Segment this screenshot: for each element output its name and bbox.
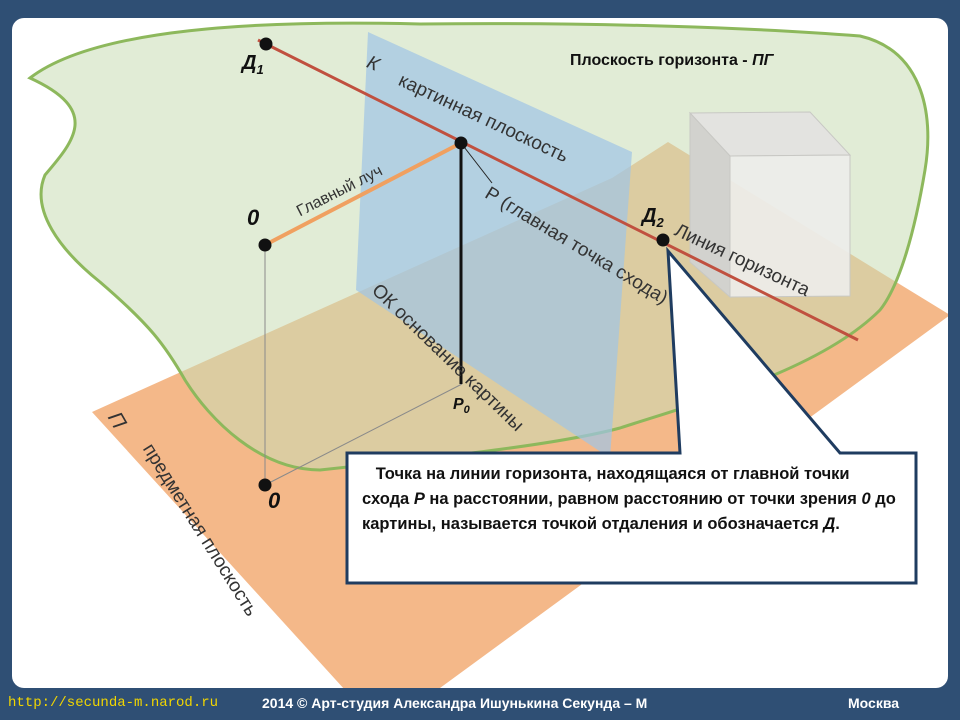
- callout-part2: на расстоянии, равном расстоянию от точк…: [424, 490, 862, 508]
- callout-o: 0: [861, 490, 871, 508]
- footer-url[interactable]: http://secunda-m.narod.ru: [8, 695, 219, 711]
- horizon-line: [257, 38, 859, 342]
- label-p0: Р0: [453, 396, 470, 416]
- label-d1-sub: 1: [256, 62, 264, 77]
- label-d2-text: Д: [642, 205, 657, 227]
- label-d2: Д2: [642, 205, 664, 230]
- callout-p: Р: [413, 490, 425, 508]
- point-d1: [259, 37, 273, 51]
- label-o-eye: 0: [247, 205, 260, 230]
- label-horizon-plane-text: Плоскость горизонта -: [570, 52, 753, 69]
- footer: http://secunda-m.narod.ru 2014 © Арт-сту…: [0, 690, 960, 720]
- cube-front: [729, 154, 851, 298]
- callout-part4: .: [835, 515, 840, 533]
- callout-part1: Точка на линии горизонта, находящаяся от…: [362, 465, 850, 508]
- label-p0-sub: 0: [463, 404, 470, 417]
- slide: [12, 18, 948, 688]
- perspective-diagram: [27, 21, 948, 688]
- footer-copyright: 2014 © Арт-студия Александра Ишунькина С…: [262, 695, 648, 711]
- label-d2-sub: 2: [656, 215, 664, 230]
- p-leader-line: [460, 142, 493, 184]
- callout-part3: до картины, называется точкой отдаления …: [362, 490, 896, 533]
- main-ray-line: [264, 141, 462, 247]
- point-o-eye: [258, 238, 272, 252]
- callout-bubble: [345, 246, 918, 585]
- callout-text: Точка на линии горизонта, находящаяся от…: [350, 456, 910, 580]
- point-p: [454, 136, 468, 150]
- label-d1: Д1: [242, 52, 264, 77]
- callout-d: Д: [823, 515, 836, 533]
- label-o-ground: 0: [268, 488, 281, 513]
- picture-plane: [356, 32, 632, 458]
- footer-city: Москва: [848, 695, 900, 711]
- label-p0-text: Р: [453, 396, 464, 413]
- label-horizon-plane: Плоскость горизонта - ПГ: [570, 52, 773, 70]
- label-horizon-plane-abbr: ПГ: [752, 52, 774, 69]
- point-o-ground: [258, 478, 272, 492]
- label-d1-text: Д: [242, 52, 257, 74]
- ground-connection-line: [264, 383, 463, 486]
- point-d2: [656, 233, 670, 247]
